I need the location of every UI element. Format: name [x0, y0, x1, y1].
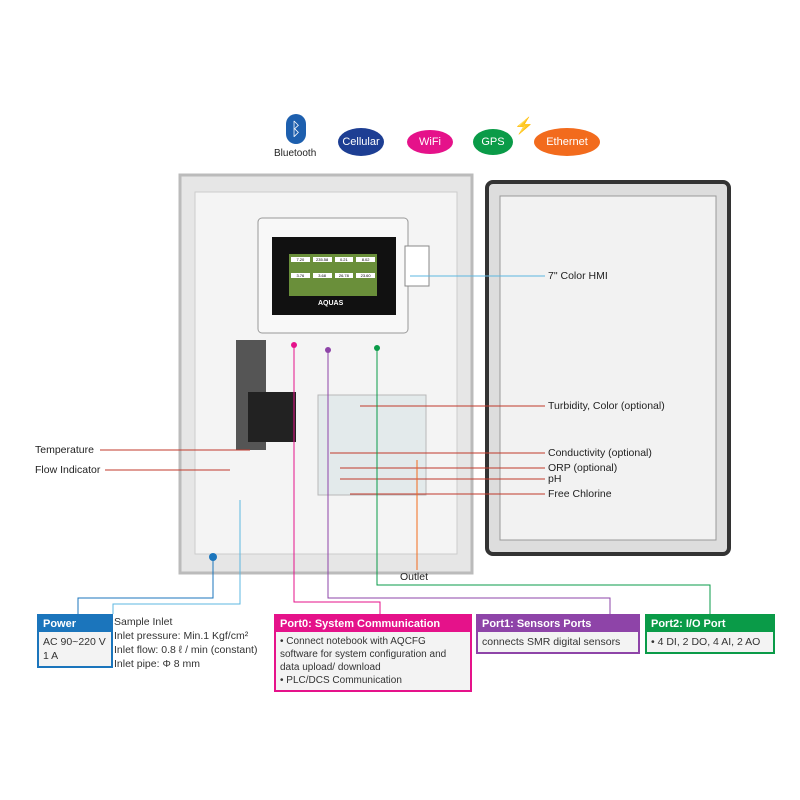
screen-value: 3.68 [312, 273, 332, 278]
power-box: Power AC 90~220 V 1 A [37, 614, 113, 668]
port1-box: Port1: Sensors Ports connects SMR digita… [476, 614, 640, 654]
screen-value: 8.02 [356, 257, 375, 262]
bluetooth-icon: ᛒ [286, 114, 306, 144]
port0-item-text: Connect notebook with AQCFG software for… [280, 636, 447, 673]
brand-logo: AQUAS [318, 300, 344, 307]
inlet-line: Inlet flow: 0.8 ℓ / min (constant) [114, 644, 258, 656]
port0-title: Port0: System Communication [276, 616, 470, 632]
cellular-badge: Cellular [338, 128, 384, 156]
door-window [499, 195, 717, 541]
callout-flow-indicator: Flow Indicator [35, 464, 101, 476]
callout-free-chlorine: Free Chlorine [548, 488, 612, 500]
wifi-badge: WiFi [407, 130, 453, 154]
screen-value: 7.20 [291, 257, 310, 262]
callout-hmi: 7" Color HMI [548, 270, 608, 282]
callout-ph: pH [548, 473, 562, 485]
port0-item: • Connect notebook with AQCFG software f… [280, 636, 447, 673]
power-line: AC 90~220 V [43, 636, 106, 648]
inlet-line: Sample Inlet [114, 616, 173, 628]
port0-item: • PLC/DCS Communication [280, 675, 402, 686]
breaker [404, 245, 430, 287]
ethernet-badge: Ethernet [534, 128, 600, 156]
sample-inlet-info: Sample Inlet Inlet pressure: Min.1 Kgf/c… [114, 615, 257, 671]
inlet-line: Inlet pressure: Min.1 Kgf/cm² [114, 630, 249, 642]
callout-conductivity: Conductivity (optional) [548, 447, 652, 459]
port2-item-text: 4 DI, 2 DO, 4 AI, 2 AO [657, 636, 761, 648]
sensor-flowcell [317, 394, 427, 496]
power-line: 1 A [43, 650, 59, 662]
port2-title: Port2: I/O Port [647, 616, 773, 632]
callout-outlet: Outlet [400, 571, 429, 583]
temperature-sensor [248, 392, 296, 442]
screen-value: 0.21 [334, 257, 354, 262]
screen-value: 235.58 [312, 257, 332, 262]
callout-orp: ORP (optional) [548, 462, 618, 474]
port2-box: Port2: I/O Port • 4 DI, 2 DO, 4 AI, 2 AO [645, 614, 775, 654]
callout-turbidity: Turbidity, Color (optional) [548, 400, 665, 412]
screen-value: 23.60 [356, 273, 375, 278]
port0-item-text: PLC/DCS Communication [286, 675, 402, 686]
port0-box: Port0: System Communication • Connect no… [274, 614, 472, 692]
inlet-line: Inlet pipe: Φ 8 mm [114, 658, 200, 670]
power-title: Power [39, 616, 111, 632]
port1-body: connects SMR digital sensors [482, 636, 621, 648]
bluetooth-label: Bluetooth [274, 148, 317, 159]
screen-value: 3.76 [291, 273, 310, 278]
port1-title: Port1: Sensors Ports [478, 616, 638, 632]
screen-value: 26.78 [334, 273, 354, 278]
lightning-icon: ⚡ [514, 118, 534, 135]
port2-item: • 4 DI, 2 DO, 4 AI, 2 AO [651, 636, 761, 648]
hmi-screen-values: 7.20 235.58 0.21 8.02 3.76 3.68 26.78 23… [291, 257, 375, 278]
callout-temperature: Temperature [35, 444, 94, 456]
gps-badge: GPS [473, 129, 513, 155]
